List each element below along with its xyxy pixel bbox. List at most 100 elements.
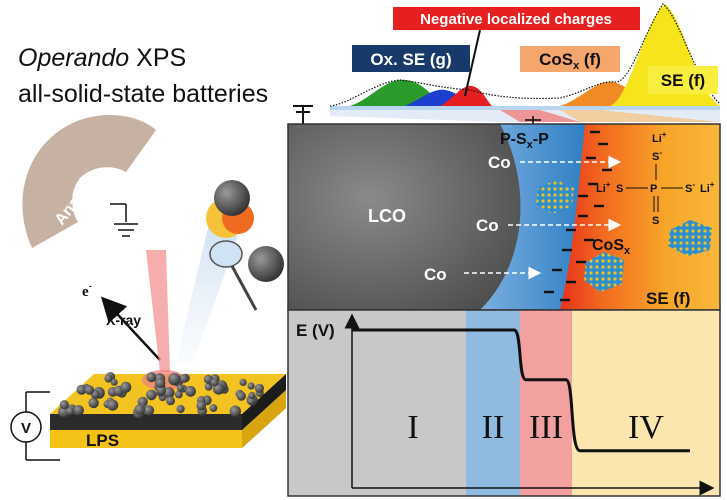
label-ox-se: Ox. SE (g): [352, 45, 470, 72]
title-italic: Operando: [18, 44, 130, 72]
label-co-1: Co: [488, 153, 511, 172]
svg-text:Ox. SE (g): Ox. SE (g): [370, 50, 451, 69]
svg-text:SE (f): SE (f): [661, 71, 705, 90]
cathode-particle: [110, 378, 118, 386]
magnifier-lens: [209, 240, 243, 268]
cathode-particle: [73, 405, 85, 416]
svg-text:S: S: [616, 183, 623, 195]
label-lps: LPS: [86, 431, 119, 450]
particle-grey-2: [248, 246, 284, 282]
cathode-particle: [179, 374, 189, 383]
spectrum-baseline: [330, 106, 720, 110]
svg-text:Li+: Li+: [700, 180, 715, 195]
cathode-particle: [143, 405, 155, 416]
xray-beam: [146, 250, 170, 372]
analyzer-ground-icon: [110, 203, 138, 237]
cathode-particle: [174, 390, 183, 399]
region-label-I: I: [407, 409, 418, 446]
svg-text:P: P: [650, 183, 657, 195]
cathode-particle: [254, 383, 264, 393]
cosx-region: [540, 124, 720, 310]
region-I-band: [288, 310, 466, 496]
cathode-particle: [248, 391, 256, 400]
battery-lps-front: [50, 430, 242, 448]
cathode-particle: [146, 372, 157, 383]
title-rest: XPS: [129, 44, 187, 72]
voltmeter-icon: [10, 411, 42, 443]
cathode-particle: [166, 396, 175, 406]
label-co-3: Co: [424, 265, 447, 284]
region-label-IV: IV: [628, 409, 664, 446]
cathode-particle: [209, 404, 218, 412]
ps4-molecule: Li+ S- Li+ S P S- Li+ S: [596, 130, 715, 227]
cathode-particle: [120, 381, 132, 393]
cathode-particle: [84, 385, 95, 395]
label-lco: LCO: [368, 206, 406, 226]
cathode-particle: [107, 399, 119, 411]
electron-arrow: [100, 296, 161, 361]
potential-profile: [352, 328, 690, 453]
region-IV-band: [572, 310, 720, 496]
cathode-particle: [203, 374, 213, 384]
cathode-particle: [176, 384, 184, 392]
cathode-particle: [76, 384, 87, 395]
cathode-particle: [163, 387, 175, 399]
title-line-1: Operando XPS: [18, 44, 186, 73]
title-line-2: all-solid-state batteries: [18, 80, 269, 108]
svg-text:Li+: Li+: [652, 130, 667, 145]
cathode-particle: [88, 397, 99, 409]
label-se-f-spectrum: SE (f): [648, 66, 718, 94]
cathode-particle: [134, 404, 146, 415]
svg-text:S-: S-: [652, 148, 662, 163]
magnifier-handle: [230, 265, 258, 311]
svg-text:Negative localized charges: Negative localized charges: [420, 11, 612, 28]
cathode-particle: [156, 385, 166, 396]
cathode-particle: [247, 382, 255, 390]
region-label-II: II: [482, 409, 505, 446]
label-electron: e-: [82, 281, 92, 300]
battery-cathode-front: [50, 414, 242, 430]
cathode-particle: [66, 407, 75, 416]
potential-plot: I II III IV E (V): [287, 309, 721, 497]
lco-region: [288, 124, 521, 310]
cathode-particle: [247, 397, 256, 405]
label-voltmeter: V: [21, 420, 31, 437]
label-cosx-panel: CoSx: [592, 237, 631, 257]
svg-text:S: S: [652, 215, 659, 227]
cathode-particle: [196, 400, 206, 411]
voltmeter-circuit: [25, 391, 60, 461]
svg-text:S-: S-: [685, 180, 695, 195]
cathode-particle: [155, 377, 166, 389]
svg-text:Li+: Li+: [596, 180, 611, 195]
projection-red: [500, 110, 580, 122]
cathode-particle: [239, 378, 247, 386]
region-label-III: III: [529, 409, 563, 446]
interface-panel: LCO Co Co Co P-Sx-P CoSx SE (f) Li+ S- L…: [287, 123, 721, 311]
cathode-particle: [59, 400, 69, 410]
cathode-particle: [168, 373, 181, 385]
projection-orange: [560, 110, 720, 122]
label-xray: X-ray: [106, 312, 141, 328]
negative-charge-marks: [544, 130, 612, 302]
svg-text:CoSx (f): CoSx (f): [539, 50, 601, 72]
setup: Analyzer e- X-ray: [10, 115, 286, 461]
cathode-particle: [236, 391, 246, 401]
label-se-f-panel: SE (f): [646, 289, 690, 308]
label-negative-charges: Negative localized charges: [393, 7, 640, 97]
cathode-particle: [104, 374, 113, 383]
label-co-2: Co: [476, 216, 499, 235]
cosx-particle-1: [536, 180, 574, 214]
analyzer-shape: [22, 115, 156, 248]
cathode-particle: [146, 389, 157, 401]
y-axis-label: E (V): [296, 321, 335, 340]
region-III-band: [520, 310, 572, 496]
cathode-particle: [185, 385, 196, 397]
spectrum-envelope: [329, 3, 721, 107]
particle-grey-1: [214, 180, 250, 216]
cathode-particles: [58, 372, 264, 419]
cathode-particle: [229, 405, 241, 417]
cathode-particle: [176, 404, 185, 414]
cosx-particle-2: [584, 252, 624, 292]
